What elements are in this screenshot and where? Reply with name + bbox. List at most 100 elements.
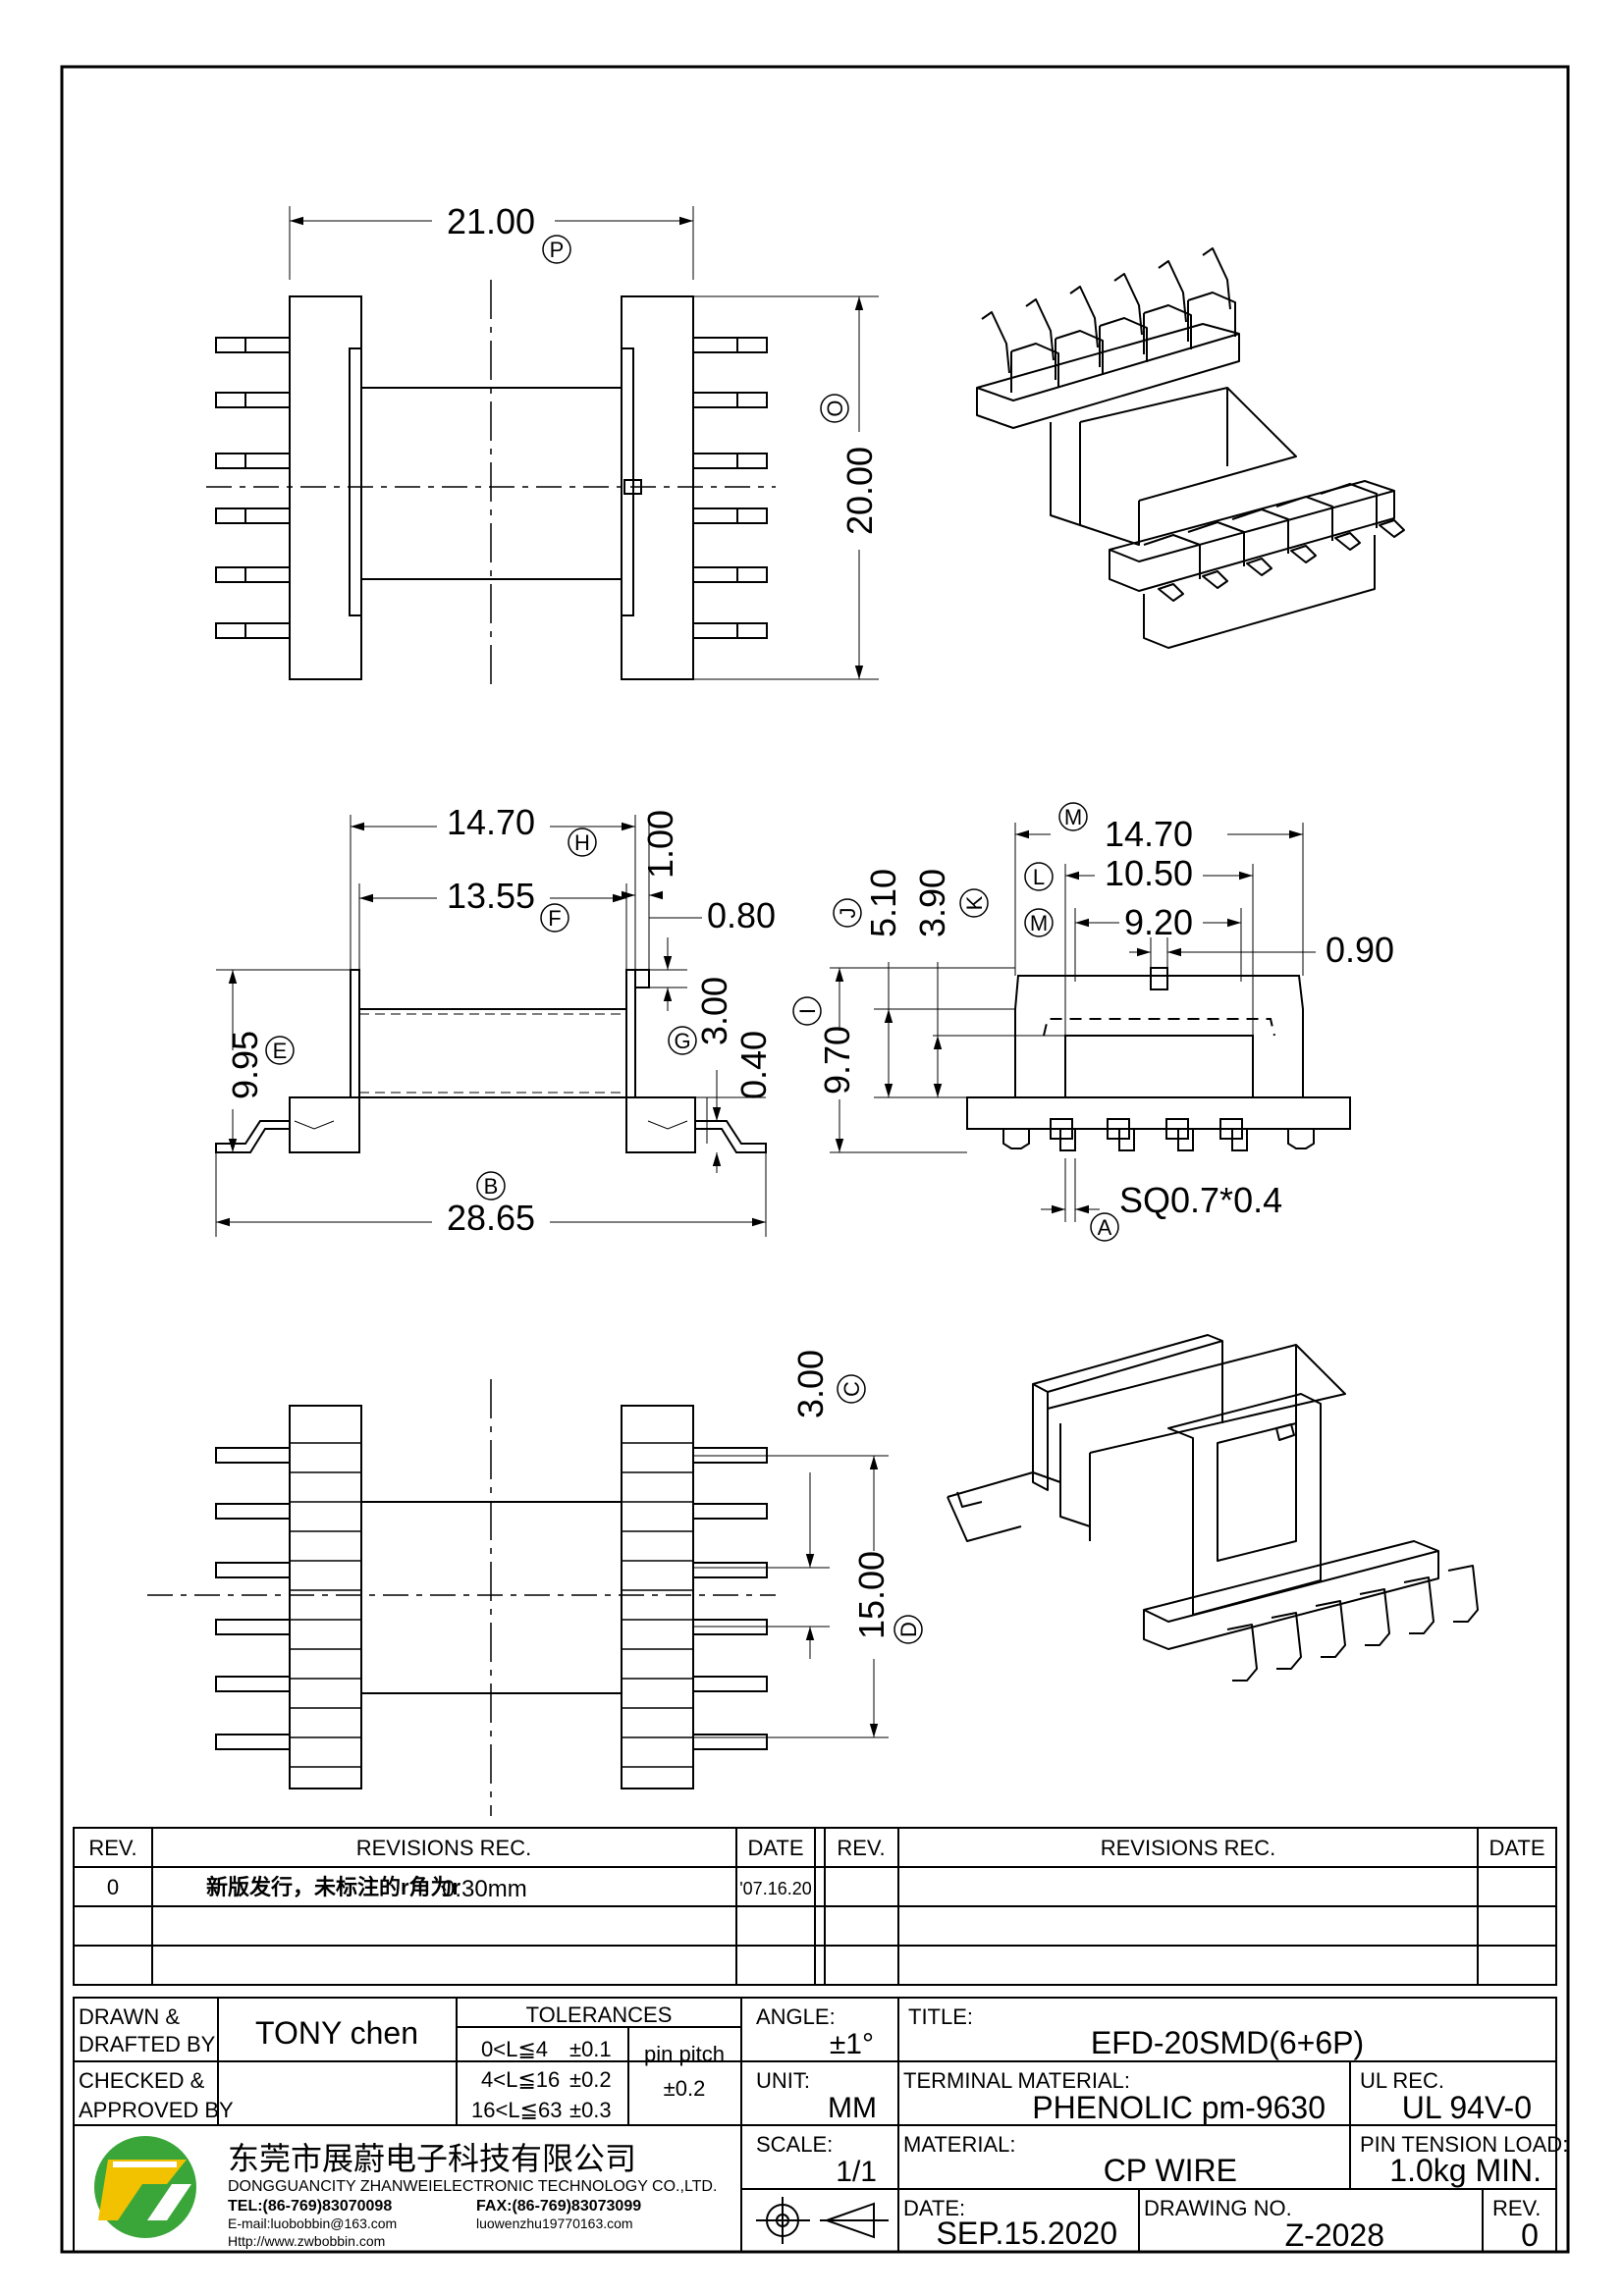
svg-text:0: 0 <box>1521 2217 1539 2253</box>
svg-text:UL REC.: UL REC. <box>1360 2068 1444 2093</box>
svg-text:CHECKED &: CHECKED & <box>79 2068 205 2093</box>
svg-text:TOLERANCES: TOLERANCES <box>526 2002 673 2027</box>
svg-text:FAX:(86-769)83073099: FAX:(86-769)83073099 <box>476 2198 641 2215</box>
svg-text:REVISIONS REC.: REVISIONS REC. <box>1101 1836 1275 1860</box>
dim-sq: SQ0.7*0.4 <box>1119 1180 1282 1220</box>
dim-10-50: 10.50 <box>1105 853 1193 893</box>
svg-text:DRAFTED BY: DRAFTED BY <box>79 2032 216 2056</box>
svg-text:PIN TENSION LOAD:: PIN TENSION LOAD: <box>1360 2132 1568 2157</box>
marker-p: P <box>550 238 565 262</box>
svg-text:ANGLE:: ANGLE: <box>756 2004 836 2029</box>
dim-3-00-bottom: 3.00 <box>790 1350 831 1418</box>
projection-symbol <box>756 2197 889 2244</box>
dim-21-00: 21.00 <box>447 201 535 241</box>
svg-text:SCALE:: SCALE: <box>756 2132 833 2157</box>
svg-text:MM: MM <box>828 2092 877 2124</box>
drawn-by: TONY chen <box>255 2015 418 2051</box>
dim-20-00: 20.00 <box>839 447 880 535</box>
marker-g: G <box>674 1029 690 1053</box>
svg-text:PHENOLIC pm-9630: PHENOLIC pm-9630 <box>1032 2090 1326 2125</box>
marker-i: I <box>795 1008 820 1014</box>
marker-e: E <box>273 1039 288 1063</box>
marker-h: H <box>574 830 590 855</box>
marker-d: D <box>896 1622 921 1637</box>
svg-text:16<L≦63: 16<L≦63 <box>471 2098 562 2122</box>
svg-text:REVISIONS REC.: REVISIONS REC. <box>356 1836 531 1860</box>
dim-28-65: 28.65 <box>447 1198 535 1238</box>
svg-text:DATE: DATE <box>1489 1836 1544 1860</box>
dim-15-00: 15.00 <box>851 1551 892 1639</box>
drawing-title: EFD-20SMD(6+6P) <box>1091 2025 1364 2060</box>
dim-14-70-side: 14.70 <box>447 802 535 842</box>
title-block-text: DRAWN & DRAFTED BY TONY chen CHECKED & A… <box>79 2002 1568 2253</box>
bottom-view <box>147 1379 889 1816</box>
marker-f: F <box>548 906 561 931</box>
bottom-view-pins <box>215 1447 768 1750</box>
svg-text:1.0kg MIN.: 1.0kg MIN. <box>1389 2153 1542 2188</box>
dimension-labels: 21.00 20.00 14.70 13.55 1.00 0.80 9.95 3… <box>225 201 1394 1639</box>
dim-9-95: 9.95 <box>225 1031 265 1099</box>
svg-text:UNIT:: UNIT: <box>756 2068 810 2093</box>
top-view-right-pins <box>692 337 768 639</box>
svg-text:±0.1: ±0.1 <box>569 2037 612 2061</box>
dim-0-90: 0.90 <box>1326 930 1394 970</box>
svg-text:CP WIRE: CP WIRE <box>1104 2153 1237 2188</box>
svg-text:UL 94V-0: UL 94V-0 <box>1402 2090 1532 2125</box>
revision-table <box>73 1827 1557 1986</box>
svg-text:0.30mm: 0.30mm <box>442 1876 527 1902</box>
marker-c: C <box>839 1381 864 1397</box>
front-view <box>830 823 1351 1222</box>
isometric-view-top <box>976 247 1405 649</box>
svg-text:0: 0 <box>107 1875 119 1899</box>
svg-text:±0.2: ±0.2 <box>569 2067 612 2092</box>
marker-m-top: M <box>1064 805 1082 829</box>
marker-k: K <box>962 895 987 910</box>
callout-markers: P O H F E G B M L M J K I A C D <box>265 235 1119 1644</box>
side-view <box>215 815 767 1237</box>
svg-text:SEP.15.2020: SEP.15.2020 <box>937 2216 1117 2251</box>
svg-text:REV.: REV. <box>1492 2196 1541 2220</box>
svg-text:0<L≦4: 0<L≦4 <box>481 2037 548 2061</box>
isometric-view-bottom <box>947 1334 1479 1682</box>
company-info: 东莞市展蔚电子科技有限公司 DONGGUANCITY ZHANWEIELECTR… <box>228 2141 717 2249</box>
title-block <box>73 1997 1557 2253</box>
dim-0-80: 0.80 <box>707 895 776 935</box>
svg-text:东莞市展蔚电子科技有限公司: 东莞市展蔚电子科技有限公司 <box>228 2141 636 2176</box>
dim-3-90: 3.90 <box>912 869 952 937</box>
marker-b: B <box>484 1174 499 1199</box>
dim-1-00: 1.00 <box>640 810 680 879</box>
svg-text:'07.16.20: '07.16.20 <box>739 1879 812 1898</box>
svg-text:4<L≦16: 4<L≦16 <box>481 2067 560 2092</box>
svg-text:DONGGUANCITY ZHANWEIELECTRONI: DONGGUANCITY ZHANWEIELECTRONIC TECHNOLOG… <box>228 2178 717 2195</box>
svg-text:新版发行，未标注的r角为r: 新版发行，未标注的r角为r <box>206 1875 461 1899</box>
svg-text:MATERIAL:: MATERIAL: <box>903 2132 1016 2157</box>
svg-text:Http://www.zwbobbin.com: Http://www.zwbobbin.com <box>228 2233 385 2249</box>
svg-text:REV.: REV. <box>837 1836 885 1860</box>
svg-text:DATE:: DATE: <box>903 2196 965 2220</box>
svg-text:1/1: 1/1 <box>836 2156 877 2188</box>
svg-text:±0.3: ±0.3 <box>569 2098 612 2122</box>
svg-text:pin pitch: pin pitch <box>644 2042 725 2066</box>
svg-text:APPROVED BY: APPROVED BY <box>79 2098 234 2122</box>
svg-text:DRAWN &: DRAWN & <box>79 2004 180 2029</box>
marker-a: A <box>1098 1215 1112 1240</box>
svg-text:±0.2: ±0.2 <box>664 2076 706 2101</box>
svg-text:E-mail:luobobbin@163.com: E-mail:luobobbin@163.com <box>228 2216 397 2231</box>
dim-14-70-front: 14.70 <box>1105 814 1193 854</box>
dim-5-10: 5.10 <box>863 869 903 937</box>
svg-text:REV.: REV. <box>88 1836 136 1860</box>
svg-text:DATE: DATE <box>747 1836 803 1860</box>
top-view <box>206 206 879 692</box>
svg-text:TERMINAL MATERIAL:: TERMINAL MATERIAL: <box>903 2068 1130 2093</box>
marker-o: O <box>823 400 847 416</box>
drawing-number: Z-2028 <box>1285 2217 1384 2253</box>
marker-l: L <box>1033 865 1045 889</box>
revision-table-text: REV. REVISIONS REC. DATE REV. REVISIONS … <box>88 1836 1544 1902</box>
svg-text:±1°: ±1° <box>830 2028 874 2060</box>
svg-text:luowenzhu19770163.com: luowenzhu19770163.com <box>476 2216 633 2231</box>
dim-9-20: 9.20 <box>1124 902 1193 942</box>
marker-j: J <box>836 908 860 919</box>
dim-0-40: 0.40 <box>733 1031 774 1099</box>
top-view-left-pins <box>215 337 291 639</box>
